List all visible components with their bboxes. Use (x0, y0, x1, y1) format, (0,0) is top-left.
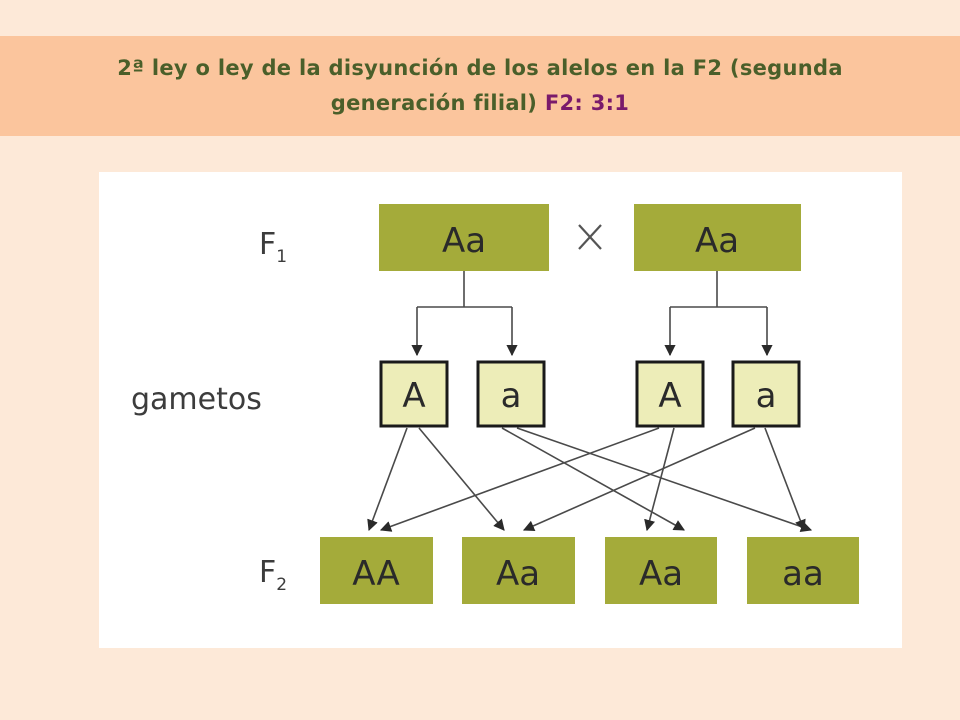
parent-box-1 (379, 204, 549, 271)
title-band: 2ª ley o ley de la disyunción de los ale… (0, 36, 960, 136)
offspring-box-2 (462, 537, 575, 604)
parent-genotype-1: Aa (442, 221, 486, 261)
gamete-box-4 (731, 360, 801, 428)
gamete-box-2 (476, 360, 546, 428)
offspring-box-4 (747, 537, 859, 604)
cross-diagram-svg: F1 gametos F2 Aa Aa A a A a (131, 204, 859, 604)
slide-title: 2ª ley o ley de la disyunción de los ale… (50, 51, 910, 121)
title-main: 2ª ley o ley de la disyunción de los ale… (117, 56, 843, 115)
parent-genotype-2: Aa (695, 221, 739, 261)
offspring-box-1 (320, 537, 433, 604)
f2-label: F2 (259, 555, 287, 595)
gamete-allele-1: A (402, 376, 425, 416)
offspring-box-3 (605, 537, 717, 604)
cross-diagram: F1 gametos F2 Aa Aa A a A a (99, 172, 902, 648)
gamete-box-3 (635, 360, 705, 428)
gamete-box-1 (379, 360, 449, 428)
gametes-label: gametos (131, 382, 262, 417)
offspring-genotype-2: Aa (496, 554, 540, 594)
offspring-genotype-4: aa (782, 554, 824, 594)
gamete-allele-3: A (658, 376, 681, 416)
gamete-allele-4: a (756, 376, 777, 416)
offspring-genotype-3: Aa (639, 554, 683, 594)
f1-label: F1 (259, 227, 287, 267)
offspring-genotype-1: AA (352, 554, 399, 594)
gamete-allele-2: a (501, 376, 522, 416)
parent-box-2 (634, 204, 801, 271)
title-ratio: F2: 3:1 (544, 91, 630, 115)
